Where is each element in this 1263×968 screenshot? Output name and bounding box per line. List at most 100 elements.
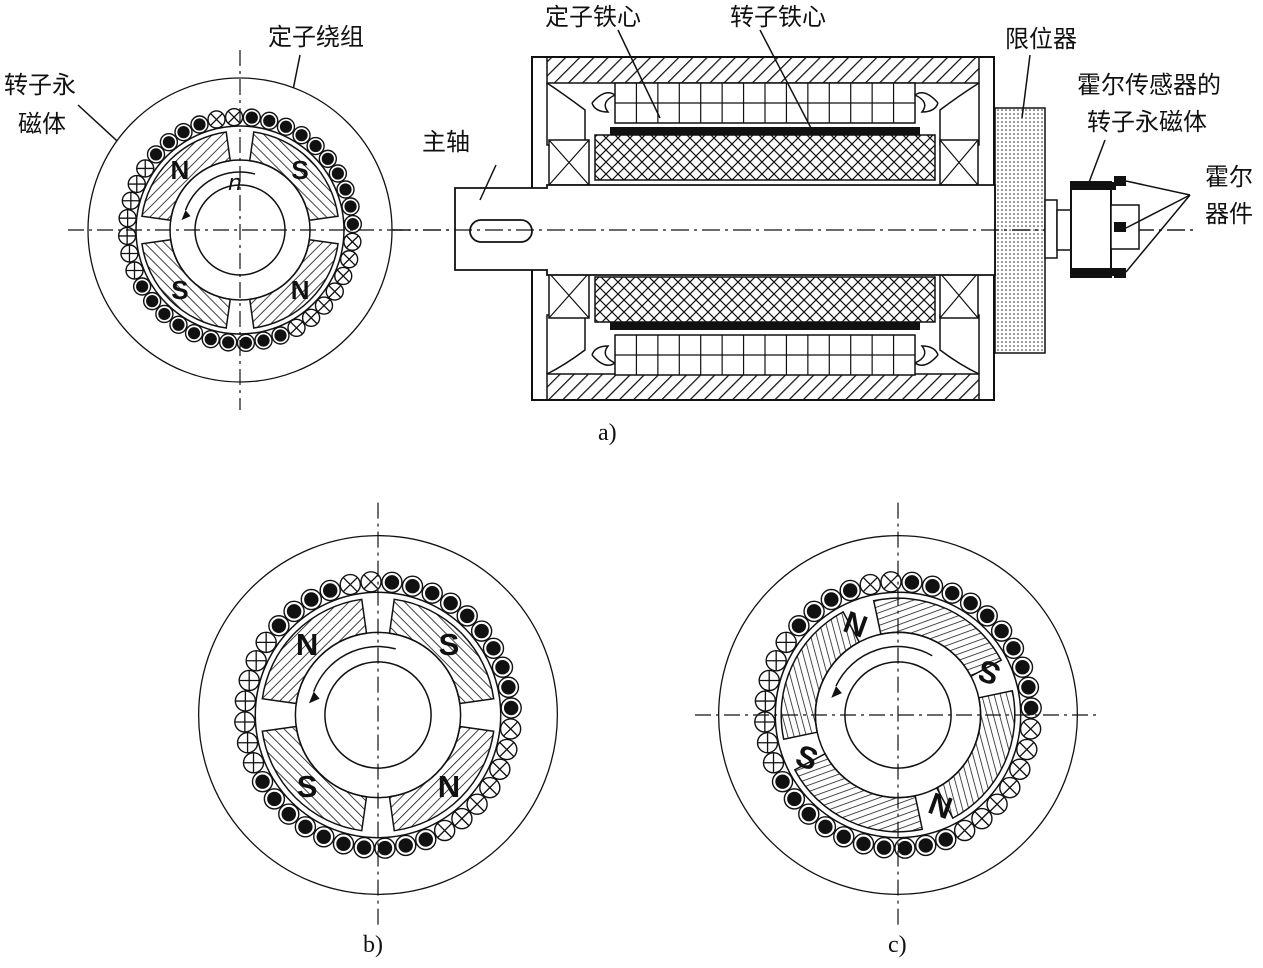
plus-conductor-icon: [127, 174, 146, 194]
dot-conductor-icon: [236, 333, 256, 353]
plus-conductor-icon: [118, 208, 137, 228]
dot-conductor-icon: [254, 331, 273, 350]
bearing-right-top: [939, 139, 979, 186]
rotation-arrow-icon: [312, 645, 396, 692]
plus-conductor-icon: [754, 690, 777, 712]
dot-conductor-icon: [873, 836, 895, 859]
dot-conductor-icon: [159, 132, 179, 152]
dot-conductor-icon: [276, 117, 296, 136]
hall-sensor-rotor: [1070, 176, 1140, 278]
label-rotor-pm-line1: 转子永: [4, 71, 76, 99]
rotor-magnet-bottom: [610, 322, 920, 330]
dot-conductor-icon: [283, 600, 305, 623]
dot-conductor-icon: [260, 111, 279, 131]
cross-conductor-icon: [880, 571, 902, 593]
caption-b: b): [363, 932, 383, 958]
dot-conductor-icon: [374, 837, 396, 859]
plus-conductor-icon: [234, 690, 257, 712]
dot-conductor-icon: [990, 620, 1013, 642]
plus-conductor-icon: [121, 191, 141, 210]
dot-conductor-icon: [146, 145, 166, 164]
dot-conductor-icon: [306, 136, 325, 156]
cross-conductor-icon: [999, 776, 1021, 799]
cross-conductor-icon: [859, 573, 882, 596]
rotor-core-bottom: [594, 276, 936, 323]
cross-conductor-icon: [360, 571, 382, 593]
cross-conductor-icon: [433, 819, 456, 842]
dot-conductor-icon: [839, 579, 861, 602]
cross-conductor-icon: [1019, 718, 1042, 740]
plus-conductor-icon: [125, 261, 144, 280]
dot-conductor-icon: [319, 579, 341, 602]
dot-conductor-icon: [935, 828, 957, 851]
dot-conductor-icon: [132, 277, 152, 296]
plus-conductor-icon: [245, 650, 267, 672]
dot-conductor-icon: [1020, 697, 1042, 719]
plus-conductor-icon: [255, 631, 277, 654]
dot-conductor-icon: [814, 816, 837, 838]
plus-conductor-icon: [238, 669, 260, 692]
cross-conductor-icon: [314, 296, 334, 315]
dot-conductor-icon: [497, 676, 520, 699]
dot-conductor-icon: [470, 620, 493, 642]
dot-conductor-icon: [798, 803, 820, 825]
dot-conductor-icon: [941, 582, 963, 604]
dot-conductor-icon: [1011, 656, 1034, 678]
dot-conductor-icon: [482, 637, 505, 660]
plus-conductor-icon: [120, 244, 139, 263]
dot-conductor-icon: [401, 575, 424, 597]
dot-conductor-icon: [201, 329, 220, 349]
limiter: [994, 107, 1046, 354]
cross-conductor-icon: [466, 793, 488, 815]
dot-conductor-icon: [771, 770, 794, 793]
dot-conductor-icon: [852, 833, 875, 855]
dot-conductor-icon: [921, 575, 944, 597]
cross-conductor-icon: [287, 318, 306, 338]
rotation-symbol: n: [228, 171, 242, 196]
dot-conductor-icon: [184, 324, 204, 343]
magnet-pole-label: N: [291, 275, 310, 305]
dot-conductor-icon: [394, 834, 417, 857]
dot-conductor-icon: [278, 803, 300, 825]
bearing-left-bottom: [548, 272, 590, 319]
dot-conductor-icon: [959, 592, 982, 614]
dot-conductor-icon: [820, 588, 843, 611]
dot-conductor-icon: [271, 326, 290, 345]
cross-conductor-icon: [451, 807, 473, 830]
dot-conductor-icon: [439, 592, 462, 614]
rotor-magnet-top: [610, 127, 920, 135]
magnet-pole-label: N: [171, 155, 190, 185]
cross-conductor-icon: [343, 232, 362, 252]
dot-conductor-icon: [263, 788, 286, 810]
plus-conductor-icon: [758, 669, 780, 692]
magnet-pole-label: S: [439, 627, 460, 662]
magnet-pole-label: S: [297, 769, 318, 804]
plus-conductor-icon: [754, 711, 776, 733]
dot-conductor-icon: [174, 122, 193, 142]
plus-conductor-icon: [775, 631, 797, 654]
dot-conductor-icon: [833, 826, 855, 848]
dot-conductor-icon: [190, 115, 209, 134]
label-shaft: 主轴: [422, 128, 470, 156]
label-hall-pm-line2: 转子永磁体: [1087, 108, 1207, 136]
label-rotor-pm-line2: 磁体: [18, 110, 66, 138]
housing-top-hatch: [546, 56, 980, 84]
plus-conductor-icon: [136, 159, 155, 178]
dot-conductor-icon: [803, 600, 825, 623]
stator-core-top: [614, 82, 916, 124]
housing-bottom-hatch: [546, 373, 980, 401]
plus-conductor-icon: [242, 752, 265, 774]
dot-conductor-icon: [381, 571, 403, 594]
rotation-arrow-icon: [184, 171, 256, 211]
rotation-arrow-icon: [835, 645, 933, 687]
cross-conductor-icon: [224, 107, 244, 127]
shaft-keyway: [469, 219, 533, 243]
dot-conductor-icon: [421, 582, 443, 604]
magnet-pole-label: N: [438, 769, 460, 804]
dot-conductor-icon: [242, 108, 262, 127]
dot-conductor-icon: [300, 588, 323, 611]
